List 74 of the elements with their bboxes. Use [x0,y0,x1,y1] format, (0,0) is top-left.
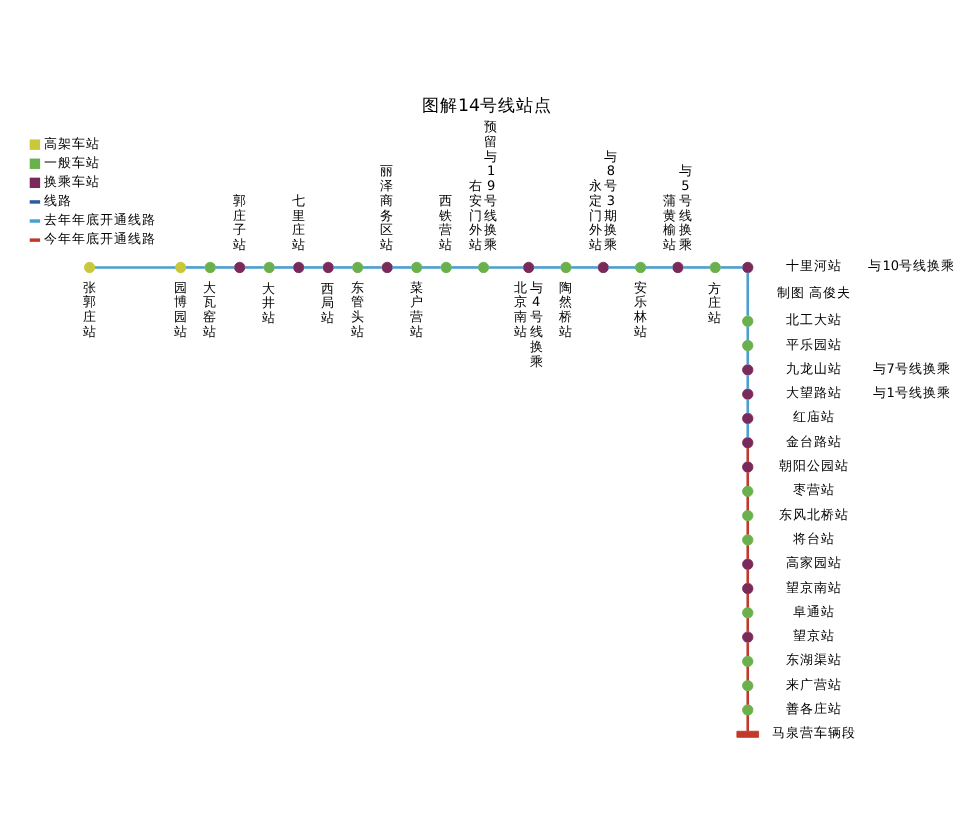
connector [746,545,750,559]
connector [362,266,382,269]
connector [533,266,561,269]
node-circle [742,534,754,546]
node-circle [83,261,96,274]
connector [608,266,636,269]
node-circle [634,261,647,274]
connector [489,266,524,269]
node-circle [742,339,754,352]
connector [746,593,750,608]
node-circle [742,631,754,643]
node-circle [293,261,305,274]
node-circle [175,261,187,274]
node-circle [352,261,364,274]
node-circle [440,261,452,274]
connector [333,266,353,269]
connector [392,266,412,269]
node-circle [742,558,754,570]
connector [746,691,750,705]
connector [683,266,710,269]
node-bar [736,730,760,738]
node-circle [742,461,754,473]
connector [746,715,750,732]
node-circle [742,607,754,619]
node-circle [742,680,754,692]
connector [746,618,750,632]
node-circle [560,261,572,274]
connector [746,666,750,681]
node-circle [234,261,246,274]
node-circle [477,261,490,274]
connector [451,266,479,269]
node-circle [523,261,535,274]
node-circle [742,582,754,595]
connector [746,472,750,486]
connector [645,266,673,269]
node-circle [742,704,754,716]
connector [746,350,750,365]
node-circle [597,261,609,274]
diagram-title: 图解14号线站点 [421,96,553,117]
node-circle [381,261,393,274]
node-circle [742,437,754,449]
connector [244,266,264,269]
node-circle [204,261,216,274]
node-circle [742,364,754,376]
node-circle [742,315,754,327]
node-circle [742,485,754,497]
connector [421,266,441,269]
node-circle [672,261,684,274]
node-circle [742,509,754,522]
node-circle [742,655,754,668]
connector [746,423,750,438]
connector [746,375,750,389]
connector [720,266,743,269]
connector [303,266,323,269]
node-circle [742,412,754,425]
connector [185,266,205,269]
connector [746,569,750,584]
node-circle [263,261,275,274]
connector [571,266,598,269]
node-circle [742,261,754,274]
connector [215,266,235,269]
node-circle [709,261,721,274]
connector [746,496,750,511]
connector [95,266,176,269]
node-circle [322,261,334,274]
connector [746,448,750,462]
connector [746,326,750,341]
connector [746,520,750,535]
connector [746,272,750,316]
connector [746,642,750,657]
node-circle [411,261,423,274]
connector [274,266,294,269]
node-circle [742,388,754,400]
connector [746,399,750,414]
